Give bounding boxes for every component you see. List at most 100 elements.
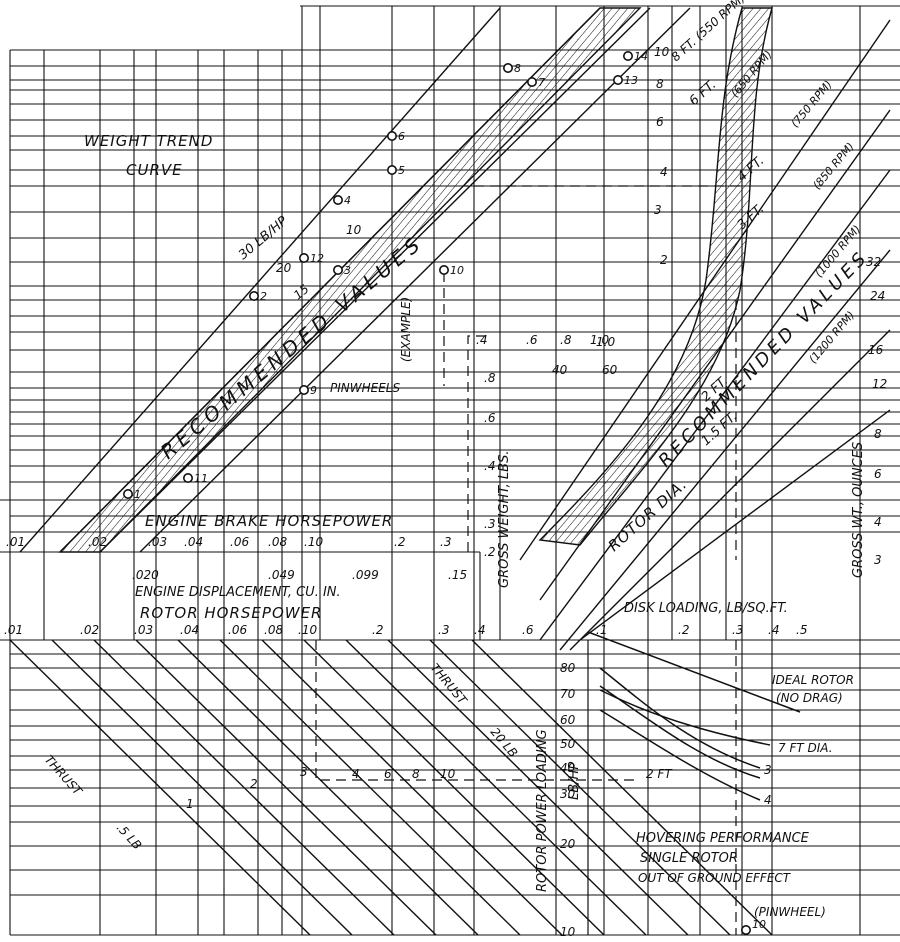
- gross-lbs-tick-7: 3: [654, 203, 662, 217]
- lbhp-line-3: [139, 7, 691, 553]
- rotor-dia-line-3: [559, 249, 891, 651]
- weight-trend-title-line2: CURVE: [126, 161, 183, 179]
- middle-tick-2: .8: [560, 333, 572, 347]
- rotor-hp-tick-8: .3: [438, 623, 449, 637]
- rotor-hp-tick-2: .03: [134, 623, 153, 637]
- disk-loading-tick-3: .4: [768, 623, 779, 637]
- point-2: [249, 290, 260, 301]
- point-label-11: 11: [194, 472, 208, 485]
- engine-bhp-tick-5: .08: [268, 535, 287, 549]
- gross-lbs-tick-11: 10: [654, 45, 670, 59]
- power-loading-tick-2: 60: [560, 713, 576, 727]
- series-label-3: 3: [764, 763, 772, 777]
- point-8: [502, 62, 513, 73]
- gross-oz-tick-4: 12: [872, 377, 887, 391]
- gross-lbs-tick-10: 8: [656, 77, 664, 91]
- engine-bhp-tick-3: .04: [184, 535, 203, 549]
- band-upper: [58, 7, 642, 553]
- power-loading-tick-7: 10: [560, 925, 576, 939]
- point-7: [526, 77, 537, 88]
- thrust-tick-1: 2: [250, 777, 258, 791]
- point-label-1: 1: [134, 488, 141, 501]
- engine-bhp-tick-0: .01: [6, 535, 25, 549]
- thrust-tick-6: 10: [440, 767, 456, 781]
- point-12: [298, 253, 309, 264]
- point-label-5: 5: [398, 164, 405, 177]
- engine-bhp-label: ENGINE BRAKE HORSEPOWER: [145, 512, 393, 530]
- thrust-line-2: [93, 639, 395, 936]
- series-label-7ft: 7 FT DIA.: [778, 741, 833, 755]
- point-label-6: 6: [398, 130, 405, 143]
- point-14: [622, 50, 633, 61]
- gross-oz-tick-6: 24: [870, 289, 885, 303]
- engine-bhp-tick-6: .10: [304, 535, 323, 549]
- example-label: (EXAMPLE): [399, 297, 413, 362]
- point-5: [386, 165, 397, 176]
- point-6: [386, 131, 397, 142]
- thrust-line-10: [429, 639, 731, 936]
- recommended-bands: [58, 7, 773, 553]
- lbhp-line-2: [99, 7, 651, 553]
- thrust-tick-2: 3: [300, 765, 308, 779]
- rotor-hp-tick-7: .2: [372, 623, 383, 637]
- displacement-tick-1: .049: [268, 568, 295, 582]
- thrust-line-1: [51, 639, 353, 936]
- displacement-tick-3: .15: [448, 568, 467, 582]
- rotor-power-loading-unit: LB/HP: [567, 762, 582, 800]
- power-loading-tick-3: 50: [560, 737, 576, 751]
- power-loading-tick-5: 30: [560, 787, 576, 801]
- hovering-subtitle: SINGLE ROTOR: [640, 851, 738, 866]
- gross-oz-tick-0: 3: [874, 553, 882, 567]
- gross-lbs-tick-3: .6: [484, 411, 496, 425]
- band-label-upper: RECOMMENDED VALUES: [156, 230, 428, 464]
- point-label-4: 4: [344, 194, 351, 207]
- rotor-hp-tick-9: .4: [474, 623, 485, 637]
- gross-lbs-tick-4: .8: [484, 371, 496, 385]
- thrust-line-0: [9, 639, 311, 936]
- gross-oz-tick-3: 8: [874, 427, 882, 441]
- gross-lbs-tick-1: .3: [484, 517, 495, 531]
- pinwheel-label: (PINWHEEL): [754, 905, 826, 919]
- point-label-13: 13: [624, 74, 638, 87]
- example-path: [315, 185, 740, 935]
- rotor-dia-line-5: [579, 409, 891, 641]
- point-label-9: 9: [310, 384, 317, 397]
- gross-lbs-tick-2: .4: [484, 459, 495, 473]
- lbhp-line-0: [19, 7, 501, 553]
- engine-bhp-tick-2: .03: [148, 535, 167, 549]
- thrust-line-6: [261, 639, 563, 936]
- point-4: [332, 195, 343, 206]
- point-label-7: 7: [538, 76, 545, 89]
- displacement-tick-0: .020: [132, 568, 159, 582]
- middle-lower-tick-0: 40: [552, 363, 568, 377]
- rotor-dia-line-4: [569, 329, 891, 651]
- marks: [315, 185, 801, 935]
- rotor-dia-line-2: [539, 169, 891, 641]
- pinwheel-point: [740, 924, 751, 935]
- gross-lbs-tick-8: 4: [660, 165, 668, 179]
- gross-lbs-tick-6: 2: [660, 253, 668, 267]
- point-label-10: 10: [450, 264, 464, 277]
- series-label-ideal: IDEAL ROTOR: [772, 673, 854, 687]
- rotor-hp-tick-5: .08: [264, 623, 283, 637]
- disk-loading-tick-1: .2: [678, 623, 689, 637]
- point-label-8: 8: [514, 62, 521, 75]
- grid-lines: [0, 5, 900, 936]
- thrust-line-8: [345, 639, 647, 936]
- middle-lower-tick-1: 60: [602, 363, 618, 377]
- engine-bhp-tick-1: .02: [88, 535, 107, 549]
- disk-loading-label: DISK LOADING, LB/SQ.FT.: [624, 601, 788, 616]
- point-13: [612, 75, 623, 86]
- displacement-tick-2: .099: [352, 568, 379, 582]
- point-1: [123, 488, 134, 499]
- gross-weight-oz-label: GROSS WT., OUNCES: [851, 442, 866, 578]
- gross-lbs-tick-0: .2: [484, 545, 495, 559]
- series-label-4: 4: [764, 793, 772, 807]
- series-label-2ft: 2 FT: [646, 767, 673, 781]
- lbhp-label-15: 15: [291, 282, 312, 303]
- point-3: [332, 264, 343, 275]
- lbhp-label-10: 10: [346, 223, 362, 237]
- gross-oz-tick-2: 6: [874, 467, 882, 481]
